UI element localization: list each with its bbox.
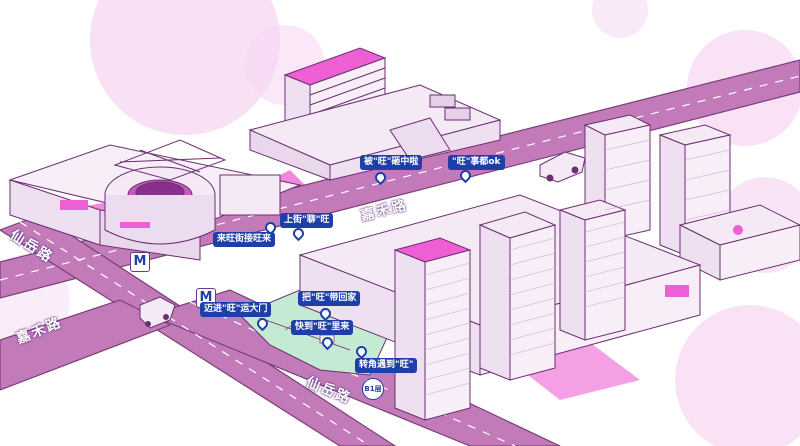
road-bottom-left <box>0 299 172 391</box>
poi-label-bawang-daihui[interactable]: 把"旺"带回家 <box>298 291 361 306</box>
poi-label-kuaidao-wang[interactable]: 快到"旺"里来 <box>291 320 354 335</box>
central-towers <box>393 199 627 421</box>
metro-icon[interactable]: M <box>130 252 150 272</box>
basement-level-badge: B1层 <box>362 378 384 400</box>
poi-label-maijin-wangyun[interactable]: 迈进"旺"运大门 <box>200 302 272 317</box>
poi-label-bei-wang[interactable]: 被"旺"砸中啦 <box>360 155 423 170</box>
truck <box>139 296 176 329</box>
car <box>539 151 586 183</box>
poi-label-wang-shi[interactable]: "旺"事都ok <box>448 155 505 170</box>
left-building-complex <box>8 139 302 261</box>
poi-label-laiwang-jie[interactable]: 来旺街接旺来 <box>213 232 276 247</box>
poi-label-shangjie-liao[interactable]: 上街"聊"旺 <box>280 213 334 228</box>
tower-window-lines <box>424 139 731 396</box>
poi-label-zhuanjiao-yudao[interactable]: 转角遇到"旺" <box>355 358 418 373</box>
road-dashes <box>0 75 800 446</box>
